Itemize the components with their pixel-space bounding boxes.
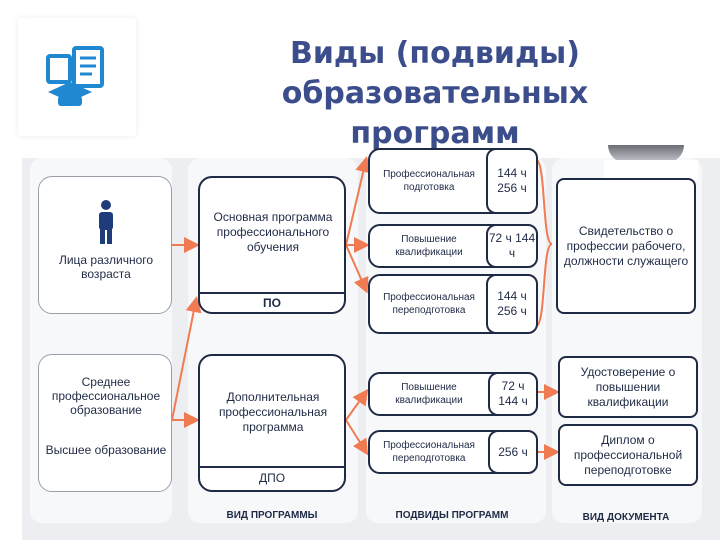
subprogram-item: Профессиональная переподготовка 144 ч 25…	[368, 274, 538, 334]
page-title: Виды (подвиды) образовательных программ	[281, 36, 589, 151]
document-dpo1-text: Удостоверение о повышении квалификации	[580, 364, 676, 409]
education-logo	[18, 18, 136, 136]
subprogram-item: Повышение квалификации 72 ч 144 ч	[368, 224, 538, 268]
subprogram-name: Профессиональная переподготовка	[383, 292, 475, 316]
program-dpo-name: Дополнительная профессиональная программ…	[218, 389, 328, 434]
subprogram-hours: 144 ч 256 ч	[486, 274, 538, 334]
subprogram-name: Повышение квалификации	[395, 234, 463, 258]
document-dpo2-text: Диплом о профессиональной переподготовке	[573, 432, 683, 477]
program-box-po: Основная программа профессионального обу…	[198, 176, 346, 314]
decorative-shape	[604, 160, 698, 180]
document-box-po: Свидетельство о профессии рабочего, долж…	[556, 178, 696, 314]
book-graduation-icon	[46, 46, 104, 106]
subprogram-item: Повышение квалификации 72 ч 144 ч	[368, 372, 538, 416]
person-icon	[99, 200, 113, 244]
document-box-dpo-1: Удостоверение о повышении квалификации	[558, 356, 698, 418]
program-po-name: Основная программа профессионального обу…	[213, 209, 333, 254]
subprogram-hours: 72 ч 144 ч	[486, 224, 538, 268]
divider	[200, 292, 344, 294]
document-po-text: Свидетельство о профессии рабочего, долж…	[563, 223, 689, 268]
program-box-dpo: Дополнительная профессиональная программ…	[198, 354, 346, 492]
column-label-programs: ВИД ПРОГРАММЫ	[226, 510, 318, 521]
age-group-box: Лица различного возраста	[38, 176, 172, 314]
subprogram-hours: 144 ч 256 ч	[486, 148, 538, 214]
divider	[200, 466, 344, 468]
subprogram-hours: 72 ч 144 ч	[488, 372, 538, 416]
education-level-box: Среднее профессиональное образование Выс…	[38, 354, 172, 492]
subprogram-item: Профессиональная подготовка 144 ч 256 ч	[368, 148, 538, 214]
program-dpo-code: ДПО	[258, 471, 286, 485]
decorative-shape	[608, 145, 684, 163]
column-label-subprograms: ПОДВИДЫ ПРОГРАММ	[395, 510, 509, 521]
subprogram-hours: 256 ч	[488, 430, 538, 474]
age-group-label: Лица различного возраста	[58, 253, 154, 281]
subprogram-name: Профессиональная переподготовка	[383, 440, 475, 464]
subprogram-name: Профессиональная подготовка	[383, 169, 475, 193]
subprogram-item: Профессиональная переподготовка 256 ч	[368, 430, 538, 474]
subprogram-name: Повышение квалификации	[395, 382, 463, 406]
document-box-dpo-2: Диплом о профессиональной переподготовке	[558, 424, 698, 486]
column-label-documents: ВИД ДОКУМЕНТА	[582, 512, 670, 523]
spo-label: Среднее профессиональное образование	[51, 375, 161, 417]
vo-label: Высшее образование	[45, 443, 167, 457]
program-po-code: ПО	[263, 296, 281, 310]
